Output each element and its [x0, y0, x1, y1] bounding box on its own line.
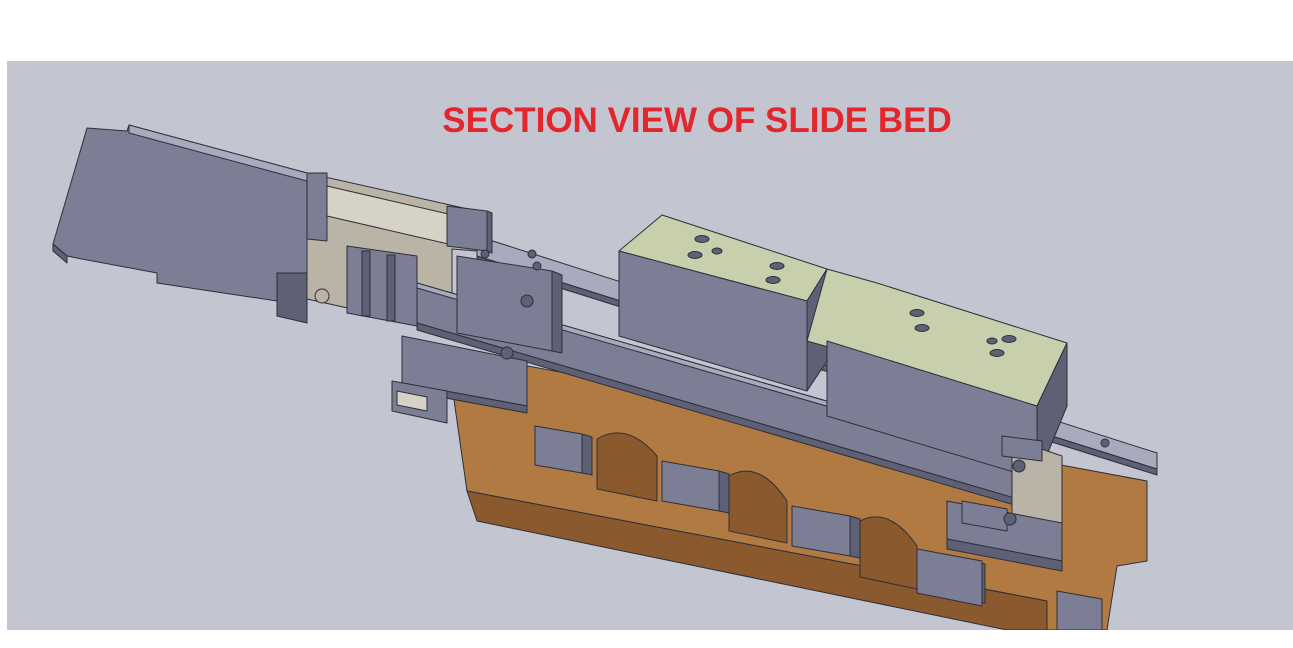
coupling-element	[346, 245, 418, 327]
plate-hole	[687, 251, 703, 259]
rail-bolt-hole	[527, 249, 537, 259]
motor-flange	[276, 272, 308, 324]
plate-hole	[711, 247, 723, 255]
carriage-plate-right	[806, 268, 1068, 480]
plate-hole	[989, 349, 1005, 357]
bearing-ball	[1012, 459, 1026, 473]
coupling-screw	[314, 288, 330, 304]
bed-rib-5	[1056, 590, 1103, 630]
bed-rib-3-side	[849, 515, 861, 559]
diagram-title: SECTION VIEW OF SLIDE BED	[442, 101, 952, 140]
support-bolt-hole	[532, 261, 542, 271]
cad-viewport: SECTION VIEW OF SLIDE BED	[7, 61, 1293, 630]
bed-rib-1-side	[581, 433, 593, 476]
bearing-ball	[520, 294, 534, 308]
bearing-ball	[500, 346, 514, 360]
carriage-plate-left	[618, 214, 828, 392]
support-bolt-hole	[480, 249, 490, 259]
end-bearing-support	[916, 435, 1063, 607]
plate-hole	[986, 337, 998, 345]
plate-hole	[914, 324, 930, 332]
front-bearing-support	[391, 249, 563, 424]
support-pin	[396, 390, 428, 412]
coupling-clamp-top	[446, 205, 488, 252]
plate-hole	[765, 276, 781, 284]
bed-rib-2-side	[718, 470, 730, 514]
bed-rib-1	[534, 425, 583, 474]
plate-hole	[1001, 335, 1017, 343]
bearing-ball	[1003, 512, 1017, 526]
plate-hole	[909, 309, 925, 317]
plate-hole	[769, 262, 785, 270]
rail-bolt-hole	[1100, 438, 1110, 448]
plate-hole	[694, 235, 710, 243]
motor-block	[52, 124, 308, 324]
coupling-clamp-side	[486, 210, 493, 254]
slide-bed-section-model	[52, 124, 1158, 630]
